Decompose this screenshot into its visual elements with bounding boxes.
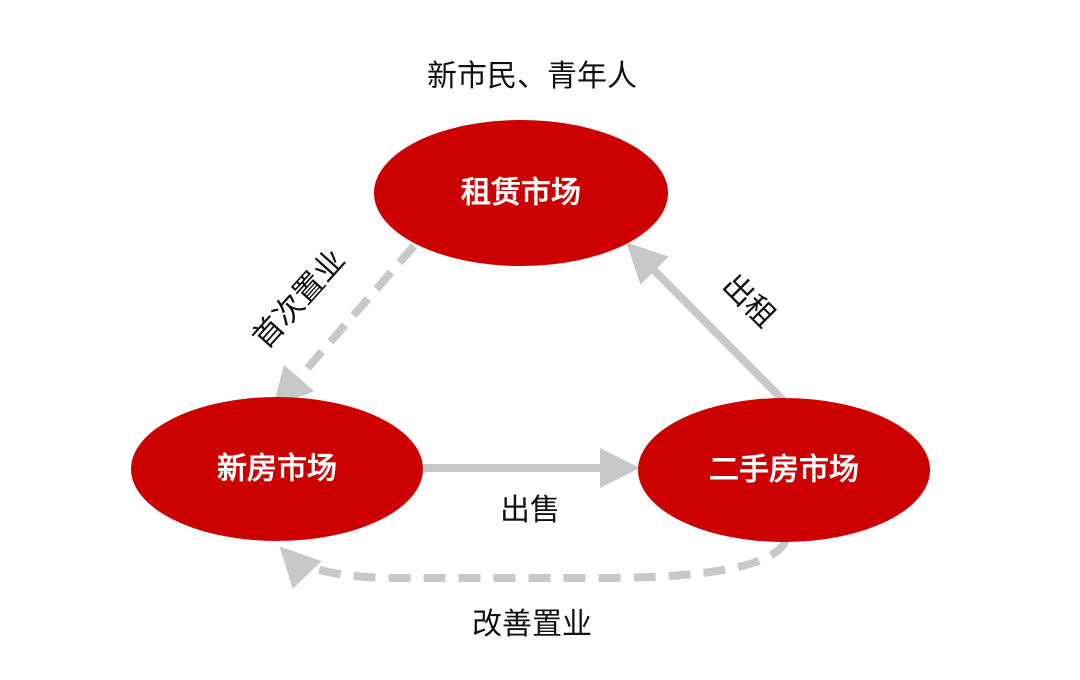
new-house-market-label: 新房市场 — [217, 452, 337, 487]
new-house-market-node — [131, 397, 423, 541]
header-label: 新市民、青年人 — [427, 59, 637, 94]
rent-out-label: 出租 — [715, 268, 782, 335]
rent-out-arrow — [626, 242, 786, 403]
upgrade-purchase-arrow — [279, 538, 790, 589]
rental-market-label: 租赁市场 — [461, 176, 581, 211]
sale-label: 出售 — [500, 493, 560, 528]
rental-market-node — [374, 120, 668, 266]
upgrade-purchase-label: 改善置业 — [472, 607, 592, 642]
second-hand-market-label: 二手房市场 — [709, 453, 859, 488]
second-hand-market-node — [638, 398, 930, 542]
